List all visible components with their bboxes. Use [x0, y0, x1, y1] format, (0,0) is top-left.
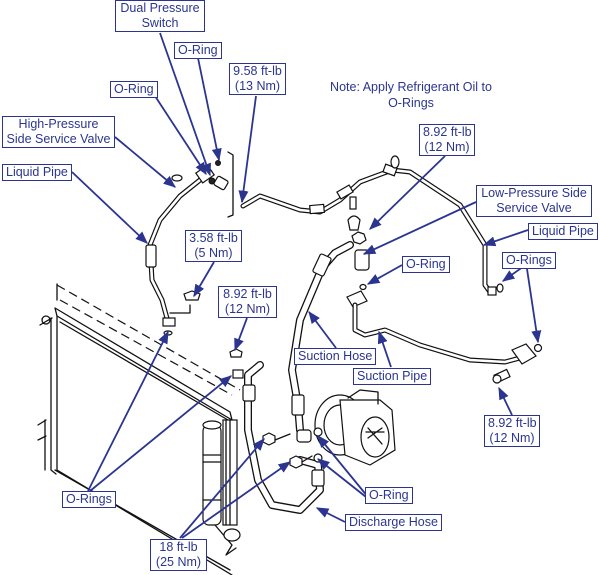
label-suction-pipe: Suction Pipe: [353, 368, 432, 385]
label-torque-18: 18 ft-lb (25 Nm): [150, 539, 207, 571]
compressor-drawing: [262, 389, 396, 469]
suction-hose-drawing: [288, 241, 354, 434]
label-o-ring-mid: O-Ring: [402, 256, 450, 273]
label-torque-8-92-mid: 8.92 ft-lb (12 Nm): [218, 286, 277, 318]
label-high-pressure-side-service-valve: High-Pressure Side Service Valve: [2, 116, 115, 148]
receiver-dryer: [202, 419, 241, 556]
low-pressure-valve-drawing: [346, 196, 370, 308]
label-torque-9-58: 9.58 ft-lb (13 Nm): [229, 63, 286, 95]
liquid-pipe-right-drawing: [240, 155, 504, 296]
label-o-ring-left: O-Ring: [110, 81, 158, 98]
dual-pressure-switch-drawing: [171, 151, 234, 218]
label-o-ring-compressor: O-Ring: [365, 487, 413, 504]
label-o-ring-top: O-Ring: [174, 42, 222, 59]
discharge-hose-drawing: [229, 348, 325, 514]
label-liquid-pipe-right: Liquid Pipe: [528, 223, 598, 240]
label-torque-8-92-right: 8.92 ft-lb (12 Nm): [484, 415, 540, 447]
label-suction-hose: Suction Hose: [294, 348, 377, 365]
label-o-rings-left: O-Rings: [62, 491, 116, 508]
label-o-rings-right: O-Rings: [502, 252, 556, 269]
leader-lines: [71, 32, 542, 539]
label-discharge-hose: Discharge Hose: [345, 514, 442, 531]
label-low-pressure-side-service-valve: Low-Pressure Side Service Valve: [476, 185, 592, 217]
label-liquid-pipe-left: Liquid Pipe: [2, 164, 72, 181]
label-dual-pressure-switch: Dual Pressure Switch: [115, 0, 205, 32]
suction-pipe-drawing: [352, 302, 543, 384]
note-refrigerant-oil: Note: Apply Refrigerant Oil to O-Rings: [330, 80, 492, 110]
label-torque-3-58: 3.58 ft-lb (5 Nm): [185, 230, 242, 262]
label-torque-8-92-top: 8.92 ft-lb (12 Nm): [419, 124, 475, 156]
